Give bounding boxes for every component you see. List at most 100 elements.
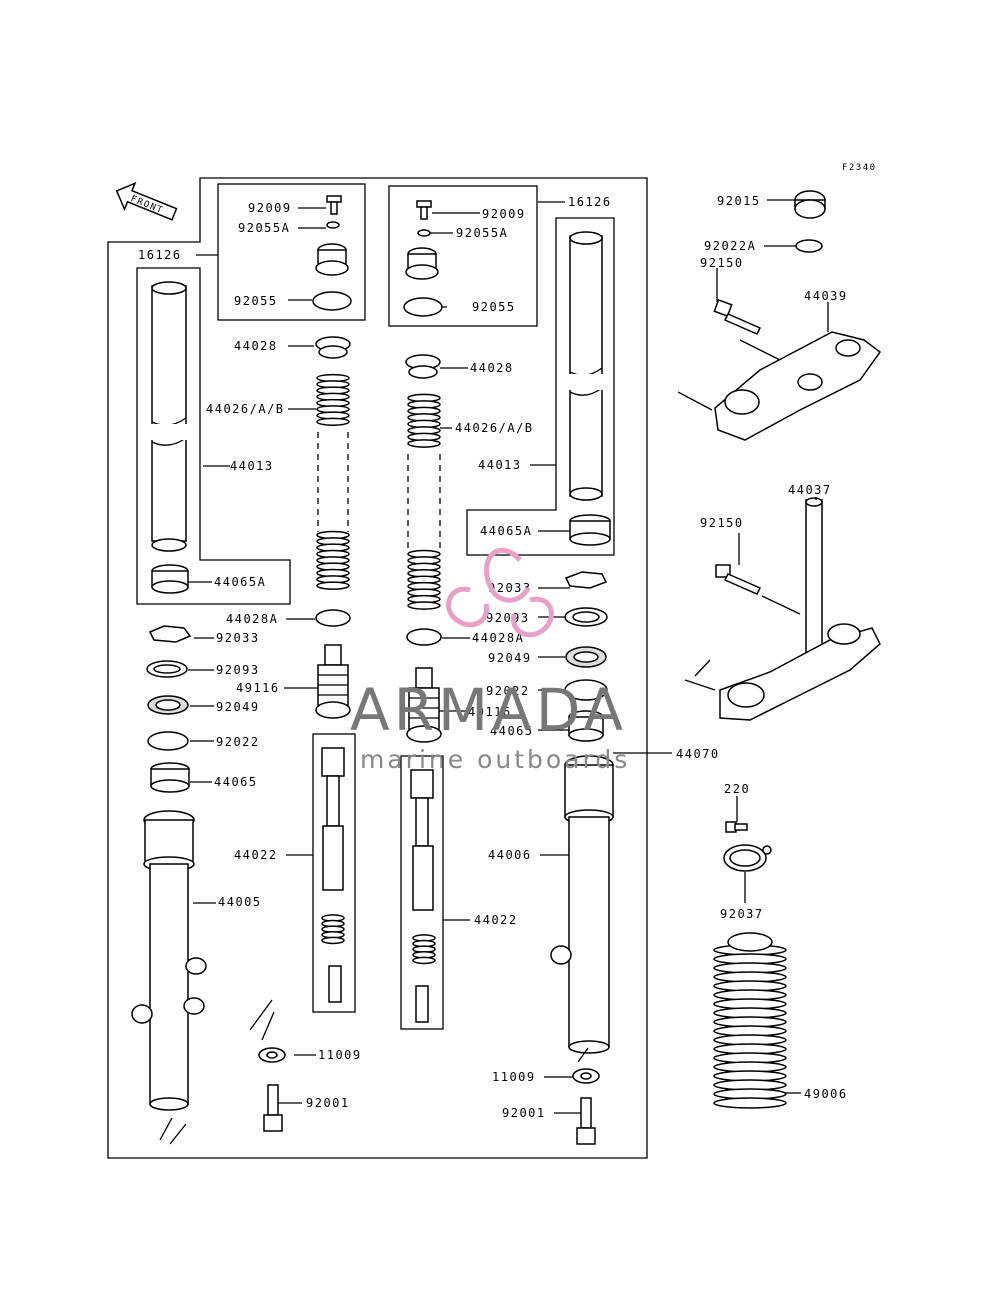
- left-damper-box: [312, 733, 356, 1013]
- bushing-44065A-right: [569, 514, 611, 546]
- spring-44026-right: [407, 393, 441, 610]
- label-44006: 44006: [488, 848, 532, 862]
- label-44013-right: 44013: [478, 458, 522, 472]
- seat-44028A-left: [315, 609, 351, 627]
- label-92055A-left: 92055A: [238, 221, 290, 235]
- bushing-44065-left: [150, 762, 190, 793]
- bolt-92009-right: [416, 200, 432, 220]
- label-44065A-right: 44065A: [480, 524, 532, 538]
- oring-92055-right: [403, 297, 443, 317]
- watermark: ARMADA marine outboards: [350, 547, 630, 774]
- spring-seat-44028-right: [405, 354, 441, 379]
- damper-rod-44022-right: [410, 769, 434, 1023]
- bushing-44065A-left: [151, 564, 189, 594]
- label-44026-left: 44026/A/B: [206, 402, 285, 416]
- label-49116-right: 49116: [468, 705, 512, 719]
- label-92009-left: 92009: [248, 201, 292, 215]
- watermark-logo-icon: [446, 547, 554, 638]
- label-92093-right: 92093: [486, 611, 530, 625]
- label-44022-left: 44022: [234, 848, 278, 862]
- bolt-92009-left: [326, 195, 342, 215]
- label-92022A: 92022A: [704, 239, 756, 253]
- label-92022-left: 92022: [216, 735, 260, 749]
- spring-44026-left: [316, 373, 350, 590]
- label-44005: 44005: [218, 895, 262, 909]
- washer-11009-left: [258, 1047, 286, 1063]
- rebound-spring-left: [321, 914, 345, 945]
- label-44070: 44070: [676, 747, 720, 761]
- label-49006: 49006: [804, 1087, 848, 1101]
- label-92055-left: 92055: [234, 294, 278, 308]
- outer-tube-44005: [131, 810, 207, 1111]
- bolt-92001-right: [576, 1097, 596, 1145]
- oring-92055-left: [312, 291, 352, 311]
- right-damper-box: [400, 755, 444, 1030]
- label-92009-right: 92009: [482, 207, 526, 221]
- label-44022-right: 44022: [474, 913, 518, 927]
- outer-tube-44006: [550, 755, 614, 1054]
- figure-code: F2340: [842, 163, 877, 173]
- front-arrow-icon: FRONT: [115, 181, 178, 221]
- cap-bolt-right: [405, 247, 439, 280]
- label-16126-left: 16126: [138, 248, 182, 262]
- main-assembly-frame: [107, 177, 648, 1159]
- label-92037: 92037: [720, 907, 764, 921]
- bolt-92150-upper: [713, 299, 762, 335]
- label-44037: 44037: [788, 483, 832, 497]
- bolt-92150-lower: [715, 564, 762, 595]
- valve-49116-left: [315, 644, 351, 719]
- label-92015: 92015: [717, 194, 761, 208]
- watermark-title: ARMADA: [350, 676, 627, 744]
- seal-92093-left: [146, 660, 188, 678]
- oil-seal-92049-right: [565, 646, 607, 668]
- label-92055-right: 92055: [472, 300, 516, 314]
- washer-11009-right: [572, 1068, 600, 1084]
- label-44028A-left: 44028A: [226, 612, 278, 626]
- spring-seat-44028-left: [315, 336, 351, 359]
- damper-rod-44022-left: [321, 747, 345, 1003]
- label-92022-right: 92022: [486, 684, 530, 698]
- washer-92022A: [795, 239, 823, 253]
- label-44065-left: 44065: [214, 775, 258, 789]
- left-tube-box: [136, 267, 291, 605]
- oring-92055A-right: [417, 229, 431, 237]
- label-44028-left: 44028: [234, 339, 278, 353]
- right-tube-box: [466, 217, 615, 556]
- label-92001-right: 92001: [502, 1106, 546, 1120]
- upper-clamp-44039: [714, 331, 882, 441]
- clip-92033-right: [564, 571, 608, 589]
- label-92033-right: 92033: [488, 581, 532, 595]
- right-cap-box: [388, 185, 538, 327]
- seat-44028A-right: [406, 628, 442, 646]
- lower-clamp-44037: [719, 623, 881, 721]
- clip-92033-left: [148, 625, 192, 643]
- label-92150-upper: 92150: [700, 256, 744, 270]
- label-92049-left: 92049: [216, 700, 260, 714]
- inner-tube-44013-right: [568, 231, 604, 501]
- screw-220: [725, 821, 748, 833]
- label-49116-left: 49116: [236, 681, 280, 695]
- label-44013-left: 44013: [230, 459, 274, 473]
- valve-49116-right: [406, 667, 442, 743]
- cap-bolt-left: [315, 243, 349, 276]
- label-44065-right: 44065: [490, 724, 534, 738]
- bushing-44065-right: [568, 710, 604, 742]
- watermark-subtitle: marine outboards: [360, 745, 630, 774]
- oil-seal-92049-left: [147, 695, 189, 715]
- label-92049-right: 92049: [488, 651, 532, 665]
- boot-49006: [713, 932, 787, 1109]
- label-44039: 44039: [804, 289, 848, 303]
- inner-tube-44013-left: [150, 281, 188, 552]
- assembly-guide-lines: [159, 999, 589, 1145]
- washer-92022-left: [147, 731, 189, 751]
- left-cap-box: [217, 183, 366, 321]
- label-92093-left: 92093: [216, 663, 260, 677]
- upper-clamp-guide-lines: [677, 339, 781, 411]
- oring-92055A-left: [326, 221, 340, 229]
- label-92055A-right: 92055A: [456, 226, 508, 240]
- leader-lines: [188, 199, 829, 1114]
- label-92001-left: 92001: [306, 1096, 350, 1110]
- label-16126-right: 16126: [568, 195, 612, 209]
- label-44028-right: 44028: [470, 361, 514, 375]
